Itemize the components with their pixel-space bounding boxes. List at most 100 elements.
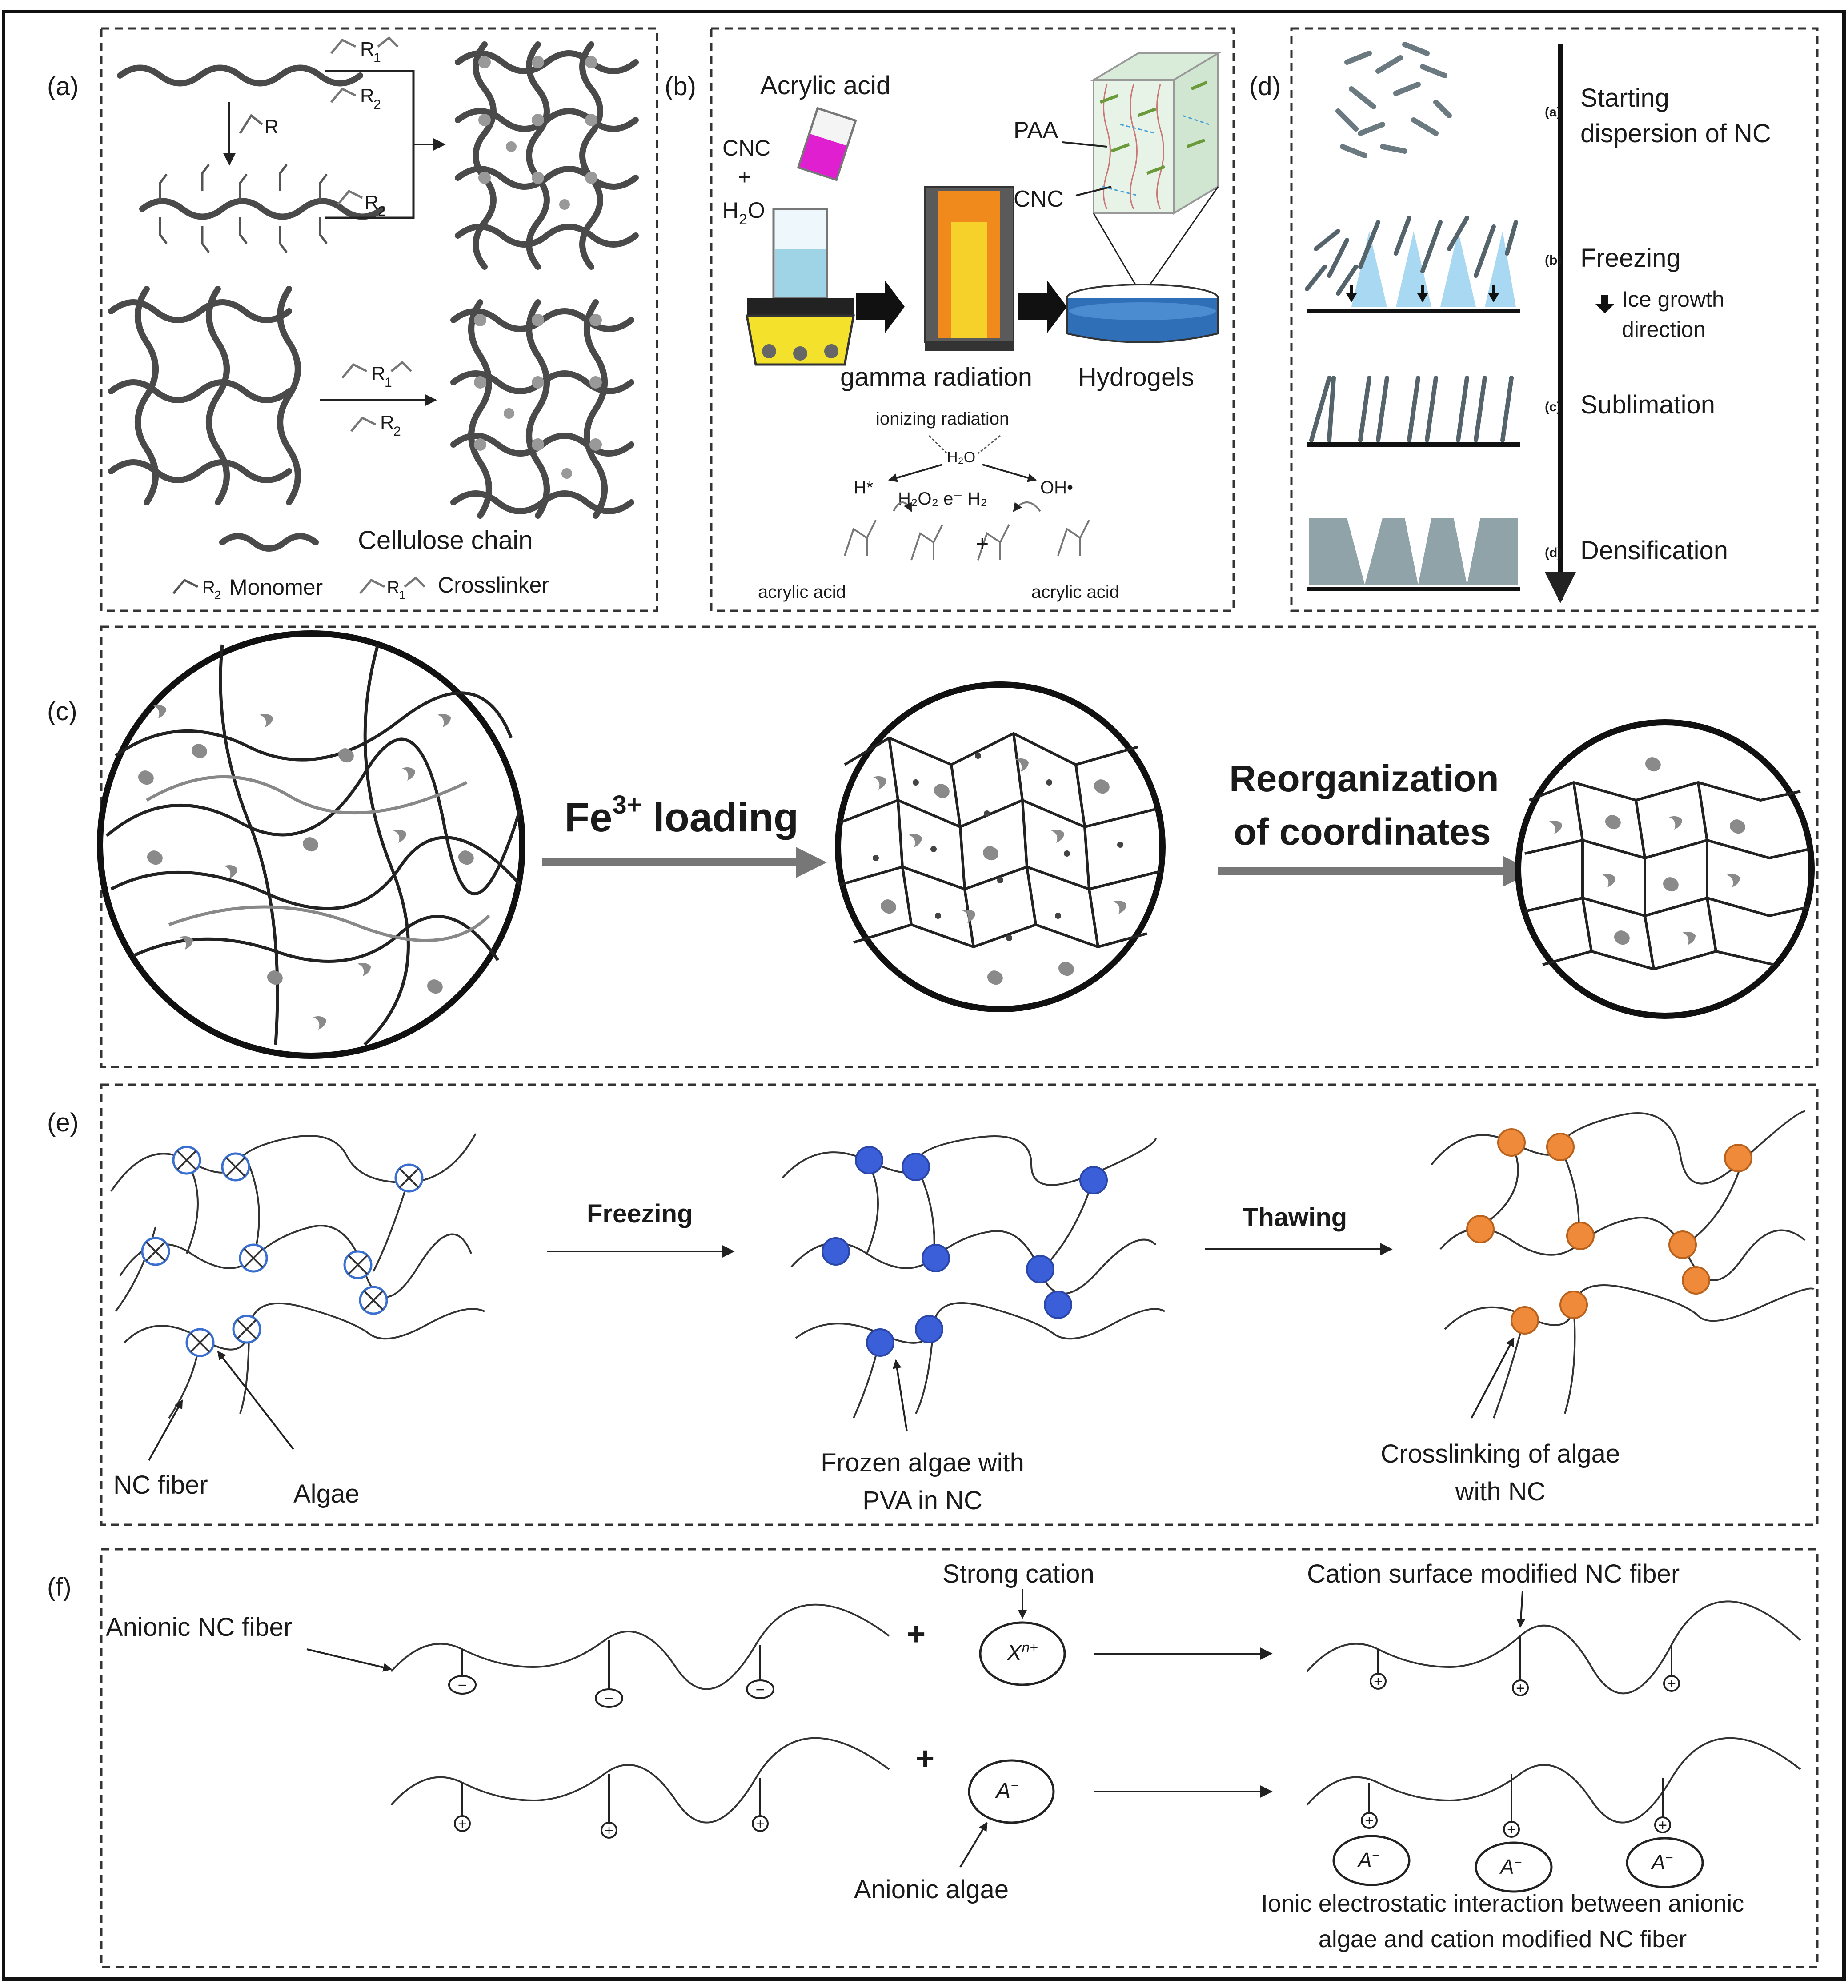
nc-dispersion-graphic — [1335, 42, 1452, 158]
ionic-interaction-1: Ionic electrostatic interaction between … — [1261, 1890, 1744, 1917]
cation-ellipse — [979, 1621, 1066, 1686]
algae-frozen — [822, 1146, 1108, 1357]
crosslinked-network-bottom — [450, 299, 634, 519]
loading-text: loading — [642, 795, 799, 840]
complex-a-3: A — [1650, 1851, 1665, 1874]
r2-sub-bottom: 2 — [393, 424, 401, 439]
cnc-beaker — [772, 208, 828, 299]
cation-modified-pointer — [1516, 1591, 1526, 1628]
monomer-r-label: R — [265, 116, 279, 138]
crosslink-label-1: Crosslinking of algae — [1381, 1439, 1620, 1468]
gamma-irradiator — [924, 186, 1014, 351]
block-arrow-2 — [1018, 280, 1067, 333]
h2o-center-label: H₂O — [947, 449, 975, 466]
crosslink-points-bottom — [474, 314, 602, 479]
complex-a-1: A — [1357, 1848, 1372, 1872]
cation-fiber-1 — [1306, 1600, 1801, 1695]
freezing-label: Freezing — [587, 1199, 693, 1228]
reorg-line-1: Reorganization — [1229, 758, 1499, 799]
plus-charge-3: + — [1667, 1675, 1676, 1692]
oh-label: OH• — [1040, 478, 1073, 497]
cation-modified-label: Cation surface modified NC fiber — [1307, 1559, 1680, 1588]
petri-dish — [1066, 284, 1219, 343]
monomer-r2-icon-mid — [337, 189, 363, 205]
outer-border — [2, 10, 1846, 1981]
anionic-fiber-1 — [390, 1603, 890, 1690]
algae-label: Algae — [293, 1479, 359, 1508]
step-c-letter: (c) — [1545, 400, 1561, 414]
anion-a: A — [994, 1778, 1010, 1803]
step-a-text-1: Starting — [1580, 84, 1669, 112]
step-b-letter: (b) — [1545, 253, 1562, 268]
anionic-algae-pointer — [959, 1822, 988, 1868]
plus-label: + — [738, 164, 751, 189]
h2o-label-sub: 2 — [739, 211, 747, 228]
paa-label: PAA — [1014, 117, 1058, 143]
r1-label-top: R — [360, 38, 374, 60]
fe-loading-label: Fe3+ loading — [565, 790, 798, 840]
crosslinker-r1-icon — [330, 36, 399, 54]
legend-crosslinker-icon — [359, 576, 425, 594]
network-circle-3 — [1515, 719, 1815, 1019]
r1-label-bottom: R — [371, 363, 385, 385]
network-circle-1 — [97, 630, 525, 1059]
step-a-letter: (a) — [1545, 105, 1561, 120]
panel-a-label: (a) — [47, 72, 79, 101]
monomer-r2-icon-bottom — [350, 416, 377, 432]
plus-charge-5: + — [605, 1822, 613, 1839]
r1-sub-top: 1 — [373, 51, 381, 65]
step-b-text: Freezing — [1580, 244, 1681, 273]
crosslink-points-top — [478, 56, 597, 210]
acrylic-acid-label: Acrylic acid — [760, 71, 890, 100]
nc-fiber-label: NC fiber — [113, 1471, 208, 1499]
step-c-text: Sublimation — [1580, 390, 1715, 419]
cnc-label: CNC — [722, 136, 770, 160]
r2-label-bottom: R — [380, 412, 394, 433]
h-star-label: H* — [854, 478, 873, 497]
panel-f: (f) Anionic NC fiber − − − + Strong cati… — [47, 1548, 1819, 1968]
complex-a-2: A — [1499, 1855, 1514, 1878]
cnc-label-cube: CNC — [1014, 186, 1064, 212]
legend-crosslinker: Crosslinker — [438, 573, 549, 597]
hydrogels-label: Hydrogels — [1078, 363, 1194, 392]
complex-sup-1: − — [1372, 1848, 1380, 1863]
ionic-interaction-2: algae and cation modified NC fiber — [1319, 1926, 1687, 1952]
legend-chain-icon — [219, 533, 319, 552]
plus-op-1: + — [907, 1616, 926, 1652]
panel-d-label: (d) — [1249, 72, 1281, 101]
frozen-label-2: PVA in NC — [862, 1486, 982, 1515]
complex-anion-3: A− — [1650, 1851, 1673, 1874]
thawing-label: Thawing — [1243, 1203, 1347, 1232]
panel-a-frame — [100, 27, 658, 612]
nc-fiber-pointer — [148, 1399, 183, 1461]
plus-op-2: + — [916, 1741, 934, 1776]
cellulose-network-bottom — [108, 286, 301, 505]
crosslink-label-2: with NC — [1455, 1477, 1545, 1506]
grafted-vinyl-groups — [159, 164, 328, 253]
panel-b-frame — [710, 27, 1235, 612]
minus-2: − — [604, 1689, 613, 1707]
algae-sites-open — [142, 1147, 422, 1356]
ice-growth-2: direction — [1622, 317, 1706, 342]
nc-fibers-1 — [110, 1133, 485, 1419]
reorg-line-2: of coordinates — [1234, 811, 1491, 853]
anion-symbol: A− — [994, 1777, 1019, 1803]
cellulose-chain-top — [117, 64, 363, 87]
nc-fibers-3 — [1431, 1110, 1815, 1419]
fe-text: Fe — [565, 795, 612, 840]
complex-anion-2: A− — [1499, 1855, 1522, 1878]
panel-b: (b) Acrylic acid CNC + H 2 O — [665, 27, 1235, 612]
plus-structures: + — [976, 531, 989, 556]
minus-3: − — [755, 1680, 765, 1699]
paa-cnc-cube — [1090, 52, 1222, 215]
h2o-label-h: H — [722, 198, 738, 223]
acrylic-acid-structures — [844, 501, 1090, 561]
strong-cation-label: Strong cation — [942, 1559, 1094, 1588]
monomer-r-icon — [239, 114, 263, 134]
anionic-charges: − − − — [448, 1640, 774, 1708]
freezing-graphic — [1305, 216, 1520, 313]
r2-label-mid: R — [365, 192, 379, 213]
products-label: H₂O₂ e⁻ H₂ — [898, 489, 987, 509]
anionic-fiber-label: Anionic NC fiber — [106, 1613, 292, 1642]
